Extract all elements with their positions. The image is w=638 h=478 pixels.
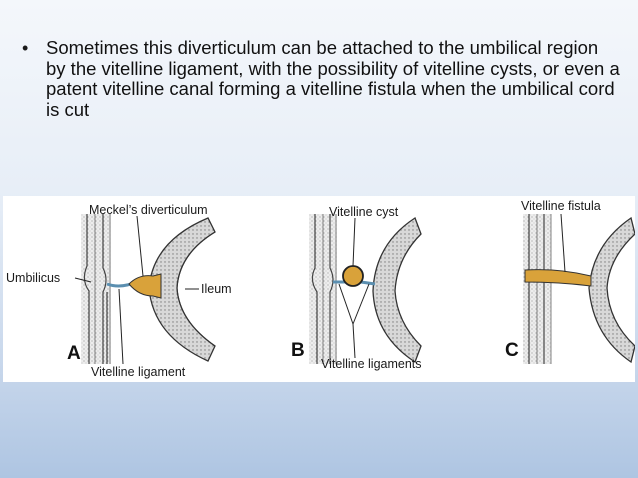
panel-letter-b: B: [291, 340, 305, 361]
vitelline-fistula: [524, 269, 592, 287]
abdominal-wall-a: [81, 214, 111, 364]
ileum-c: [588, 216, 635, 364]
label-vitelline-cyst: Vitelline cyst: [329, 205, 399, 219]
vitelline-cyst: [342, 265, 364, 287]
label-ileum: Ileum: [201, 282, 232, 296]
meckels-diverticulum-a: [128, 273, 162, 299]
vitelline-ligament-a: [106, 282, 132, 288]
label-vitelline-ligament: Vitelline ligament: [91, 365, 186, 379]
label-vitelline-ligaments: Vitelline ligaments: [321, 357, 422, 371]
vitelline-anomalies-figure: Meckel’s diverticulum Umbilicus Ileum Vi…: [3, 196, 635, 382]
ileum-b: [372, 217, 422, 363]
abdominal-wall-c: [523, 214, 552, 364]
panel-a: Meckel’s diverticulum Umbilicus Ileum Vi…: [6, 203, 232, 379]
label-umbilicus: Umbilicus: [6, 271, 60, 285]
panel-letter-c: C: [505, 340, 519, 361]
bullet-marker: •: [22, 38, 29, 58]
panel-c: Vitelline fistula C: [505, 199, 635, 364]
bullet-item: • Sometimes this diverticulum can be att…: [22, 37, 622, 120]
panel-b: Vitelline cyst Vitelline ligaments B: [291, 205, 422, 371]
label-vitelline-fistula: Vitelline fistula: [521, 199, 601, 213]
label-meckels-diverticulum: Meckel’s diverticulum: [89, 203, 208, 217]
abdominal-wall-b: [309, 214, 337, 364]
panel-letter-a: A: [67, 343, 81, 364]
bullet-text: Sometimes this diverticulum can be attac…: [46, 37, 620, 120]
vitelline-ligament-b-right: [360, 280, 376, 286]
